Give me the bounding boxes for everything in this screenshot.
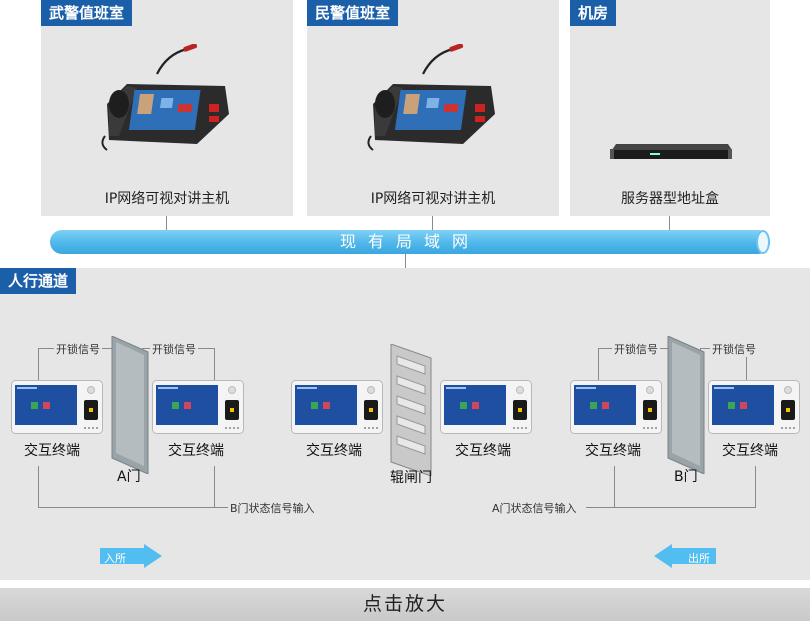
signal-line [38, 507, 214, 508]
terminal-label: 交互终端 [722, 443, 778, 459]
turnstile-gate-label: 辊闸门 [390, 470, 432, 486]
panel-server-room: 机房 服务器型地址盒 [570, 0, 770, 216]
interactive-terminal-icon [291, 380, 383, 434]
interactive-terminal-icon [570, 380, 662, 434]
door-b-label: B门 [674, 469, 698, 485]
panel-label: IP网络可视对讲主机 [104, 191, 230, 207]
connector-line [432, 216, 433, 230]
signal-line [746, 348, 747, 382]
connector-line [166, 216, 167, 230]
signal-line [755, 466, 756, 508]
a-door-state-input-label: A门状态信号输入 [490, 500, 579, 516]
b-door-state-input-label: B门状态信号输入 [228, 500, 317, 516]
enter-label: 入所 [104, 552, 126, 565]
signal-line [586, 507, 756, 508]
panel-armed-police-duty-room: 武警值班室 IP网络可视对讲主机 [41, 0, 293, 216]
video-intercom-host-icon [97, 44, 237, 154]
unlock-signal-label: 开锁信号 [54, 341, 102, 357]
signal-line [598, 348, 599, 382]
interactive-terminal-icon [11, 380, 103, 434]
signal-line [38, 466, 39, 508]
signal-line [38, 348, 39, 382]
exit-arrow-icon [654, 544, 716, 568]
panel-label: IP网络可视对讲主机 [370, 191, 496, 207]
interactive-terminal-icon [708, 380, 800, 434]
enter-arrow-icon [100, 544, 162, 568]
signal-line [214, 466, 215, 508]
signal-line [614, 466, 615, 508]
turnstile-gate-icon [390, 344, 432, 476]
video-intercom-host-icon [363, 44, 503, 154]
terminal-label: 交互终端 [24, 443, 80, 459]
terminal-label: 交互终端 [168, 443, 224, 459]
unlock-signal-label: 开锁信号 [150, 341, 198, 357]
signal-line [214, 348, 215, 382]
door-b-icon [667, 336, 705, 474]
door-a-label: A门 [117, 469, 141, 485]
exit-label: 出所 [688, 552, 710, 565]
panel-police-duty-room: 民警值班室 IP网络可视对讲主机 [307, 0, 559, 216]
panel-tag: 武警值班室 [41, 0, 133, 26]
connector-line [669, 216, 670, 230]
server-address-box-icon [610, 144, 732, 159]
panel-label: 服务器型地址盒 [621, 191, 719, 207]
terminal-label: 交互终端 [585, 443, 641, 459]
unlock-signal-label: 开锁信号 [612, 341, 660, 357]
zoom-button[interactable]: 点击放大 [0, 588, 810, 621]
interactive-terminal-icon [152, 380, 244, 434]
interactive-terminal-icon [440, 380, 532, 434]
terminal-label: 交互终端 [455, 443, 511, 459]
pedestrian-passage-section: 人行通道 开锁信号 开锁信号 开锁信号 开锁信号 交互终端 交互终端 交互终端 … [0, 268, 810, 580]
door-a-icon [111, 336, 149, 474]
unlock-signal-label: 开锁信号 [710, 341, 758, 357]
panel-tag: 机房 [570, 0, 617, 26]
section-tag: 人行通道 [0, 268, 77, 294]
zoom-label: 点击放大 [362, 593, 447, 615]
pipe-end-cap [756, 230, 770, 254]
panel-tag: 民警值班室 [307, 0, 399, 26]
local-area-network-bar: 现有局域网 [50, 230, 770, 254]
signal-line [214, 507, 234, 508]
terminal-label: 交互终端 [306, 443, 362, 459]
network-label: 现有局域网 [339, 232, 480, 251]
connector-line [405, 254, 406, 268]
